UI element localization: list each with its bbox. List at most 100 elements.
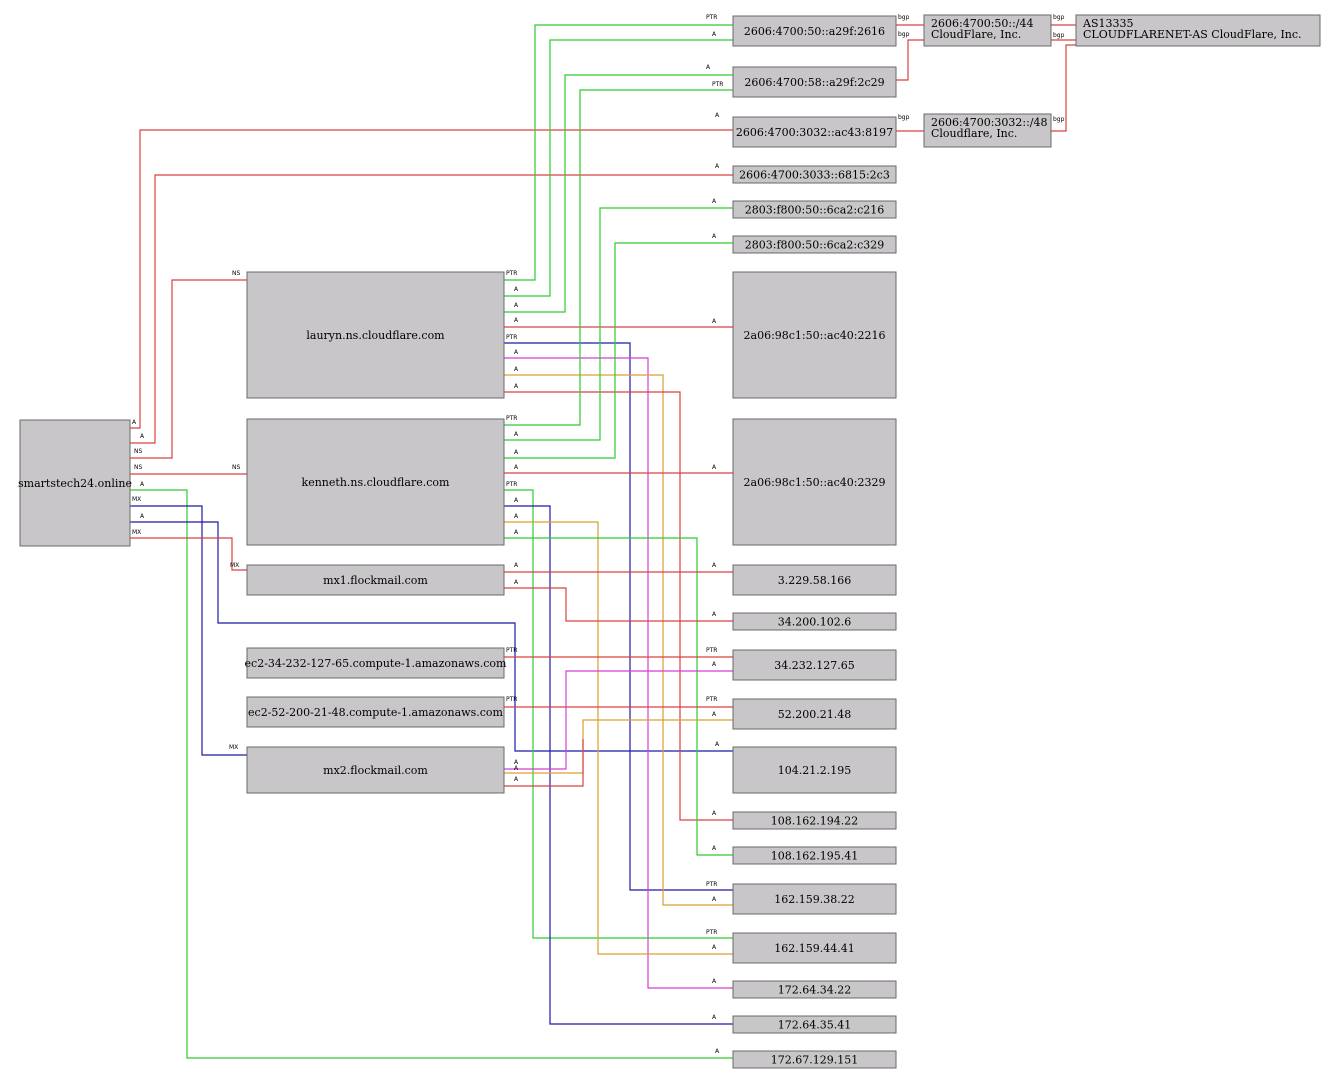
edge-label-a: A <box>712 711 717 718</box>
edge-label-a: A <box>514 302 519 309</box>
edge-label-ptr: PTR <box>506 647 517 654</box>
node-box <box>923 113 1052 148</box>
node-v4b[interactable]: 34.200.102.6 <box>732 612 897 631</box>
edge-label-ptr: PTR <box>706 696 717 703</box>
node-box <box>732 235 897 254</box>
node-v4c[interactable]: 34.232.127.65 <box>732 649 897 681</box>
node-box <box>732 612 897 631</box>
node-v4d[interactable]: 52.200.21.48 <box>732 698 897 730</box>
edge-label-ptr: PTR <box>506 270 517 277</box>
node-v4j[interactable]: 172.64.34.22 <box>732 980 897 999</box>
edge-label-a: A <box>712 810 717 817</box>
node-label: 2606:4700:50::/44 <box>931 17 1034 30</box>
edge-label-a: A <box>712 845 717 852</box>
node-label: 2606:4700:50::a29f:2616 <box>744 25 885 38</box>
edge-label-a: A <box>132 419 137 426</box>
node-label: 172.64.35.41 <box>778 1019 851 1032</box>
node-v4l[interactable]: 172.67.129.151 <box>732 1050 897 1069</box>
node-ec2a[interactable]: ec2-34-232-127-65.compute-1.amazonaws.co… <box>245 647 507 679</box>
edge-orange-22 <box>504 521 733 955</box>
edge-label-a: A <box>514 759 519 766</box>
node-kenneth[interactable]: kenneth.ns.cloudflare.com <box>246 418 505 546</box>
node-ip4[interactable]: 2606:4700:3033::6815:2c3 <box>732 165 897 184</box>
edge-orange-14 <box>504 374 733 906</box>
node-label: smartstech24.online <box>18 477 132 490</box>
edge-red-25 <box>504 587 733 622</box>
node-ip1[interactable]: 2606:4700:50::a29f:2616 <box>732 15 897 47</box>
edge-label-a: A <box>712 464 717 471</box>
edge-blue-6 <box>130 521 733 752</box>
edge-label-a: A <box>715 1048 720 1055</box>
edge-label-a: A <box>514 383 519 390</box>
node-label: mx2.flockmail.com <box>323 764 428 777</box>
node-box <box>246 696 505 728</box>
node-ip5[interactable]: 2803:f800:50::6ca2:c216 <box>732 200 897 219</box>
edge-red-32 <box>896 39 924 81</box>
node-label: CloudFlare, Inc. <box>931 28 1021 41</box>
node-label: 3.229.58.166 <box>778 574 851 587</box>
edge-label-mx: MX <box>132 496 141 503</box>
node-ip3[interactable]: 2606:4700:3032::ac43:8197 <box>732 116 897 148</box>
edge-red-30 <box>504 739 584 787</box>
node-label: 2606:4700:3033::6815:2c3 <box>739 169 890 182</box>
node-ip7[interactable]: 2a06:98c1:50::ac40:2216 <box>732 271 897 399</box>
edge-green-8 <box>504 24 733 281</box>
node-v4f[interactable]: 108.162.194.22 <box>732 811 897 830</box>
node-ip6[interactable]: 2803:f800:50::6ca2:c329 <box>732 235 897 254</box>
edge-label-a: A <box>712 233 717 240</box>
edge-label-bgp: bgp <box>898 14 910 21</box>
node-box <box>732 649 897 681</box>
edge-label-a: A <box>514 464 519 471</box>
node-box <box>732 1050 897 1069</box>
node-mx2[interactable]: mx2.flockmail.com <box>246 746 505 794</box>
node-ip2[interactable]: 2606:4700:58::a29f:2c29 <box>732 66 897 98</box>
node-v4k[interactable]: 172.64.35.41 <box>732 1015 897 1034</box>
node-label: mx1.flockmail.com <box>323 574 428 587</box>
edge-red-0 <box>130 129 733 429</box>
edge-label-a: A <box>712 978 717 985</box>
nodes-layer: smartstech24.online lauryn.ns.cloudflare.… <box>18 14 1321 1069</box>
node-v4h[interactable]: 162.159.38.22 <box>732 883 897 915</box>
node-label: 34.232.127.65 <box>774 659 854 672</box>
node-v4a[interactable]: 3.229.58.166 <box>732 564 897 596</box>
node-label: lauryn.ns.cloudflare.com <box>306 329 445 342</box>
edge-blue-12 <box>504 342 733 891</box>
node-v4g[interactable]: 108.162.195.41 <box>732 846 897 865</box>
edge-label-a: A <box>514 562 519 569</box>
edge-green-9 <box>504 39 733 297</box>
node-label: Cloudflare, Inc. <box>931 127 1017 140</box>
node-root[interactable]: smartstech24.online <box>18 419 132 547</box>
edge-green-10 <box>504 74 733 313</box>
node-box <box>732 746 897 794</box>
edge-label-a: A <box>514 513 519 520</box>
edge-label-a: A <box>712 31 717 38</box>
node-box <box>732 165 897 184</box>
node-label: 172.67.129.151 <box>771 1054 858 1067</box>
edge-green-23 <box>504 537 733 856</box>
edge-label-ptr: PTR <box>706 929 717 936</box>
node-label: 2803:f800:50::6ca2:c329 <box>745 239 884 252</box>
node-box <box>732 564 897 596</box>
node-box <box>732 271 897 399</box>
node-ip8[interactable]: 2a06:98c1:50::ac40:2329 <box>732 418 897 546</box>
edge-label-a: A <box>514 449 519 456</box>
node-lauryn[interactable]: lauryn.ns.cloudflare.com <box>246 271 505 399</box>
edge-label-a: A <box>514 529 519 536</box>
node-ec2b[interactable]: ec2-52-200-21-48.compute-1.amazonaws.com <box>246 696 505 728</box>
edge-label-a: A <box>712 562 717 569</box>
edge-red-7 <box>130 537 247 571</box>
edge-label-a: A <box>712 198 717 205</box>
node-box <box>246 647 505 679</box>
edge-label-a: A <box>514 497 519 504</box>
node-v4i[interactable]: 162.159.44.41 <box>732 932 897 964</box>
edge-blue-5 <box>130 505 247 756</box>
node-mx1[interactable]: mx1.flockmail.com <box>246 564 505 596</box>
edge-label-ptr: PTR <box>506 415 517 422</box>
edge-label-ptr: PTR <box>506 334 517 341</box>
node-v4e[interactable]: 104.21.2.195 <box>732 746 897 794</box>
